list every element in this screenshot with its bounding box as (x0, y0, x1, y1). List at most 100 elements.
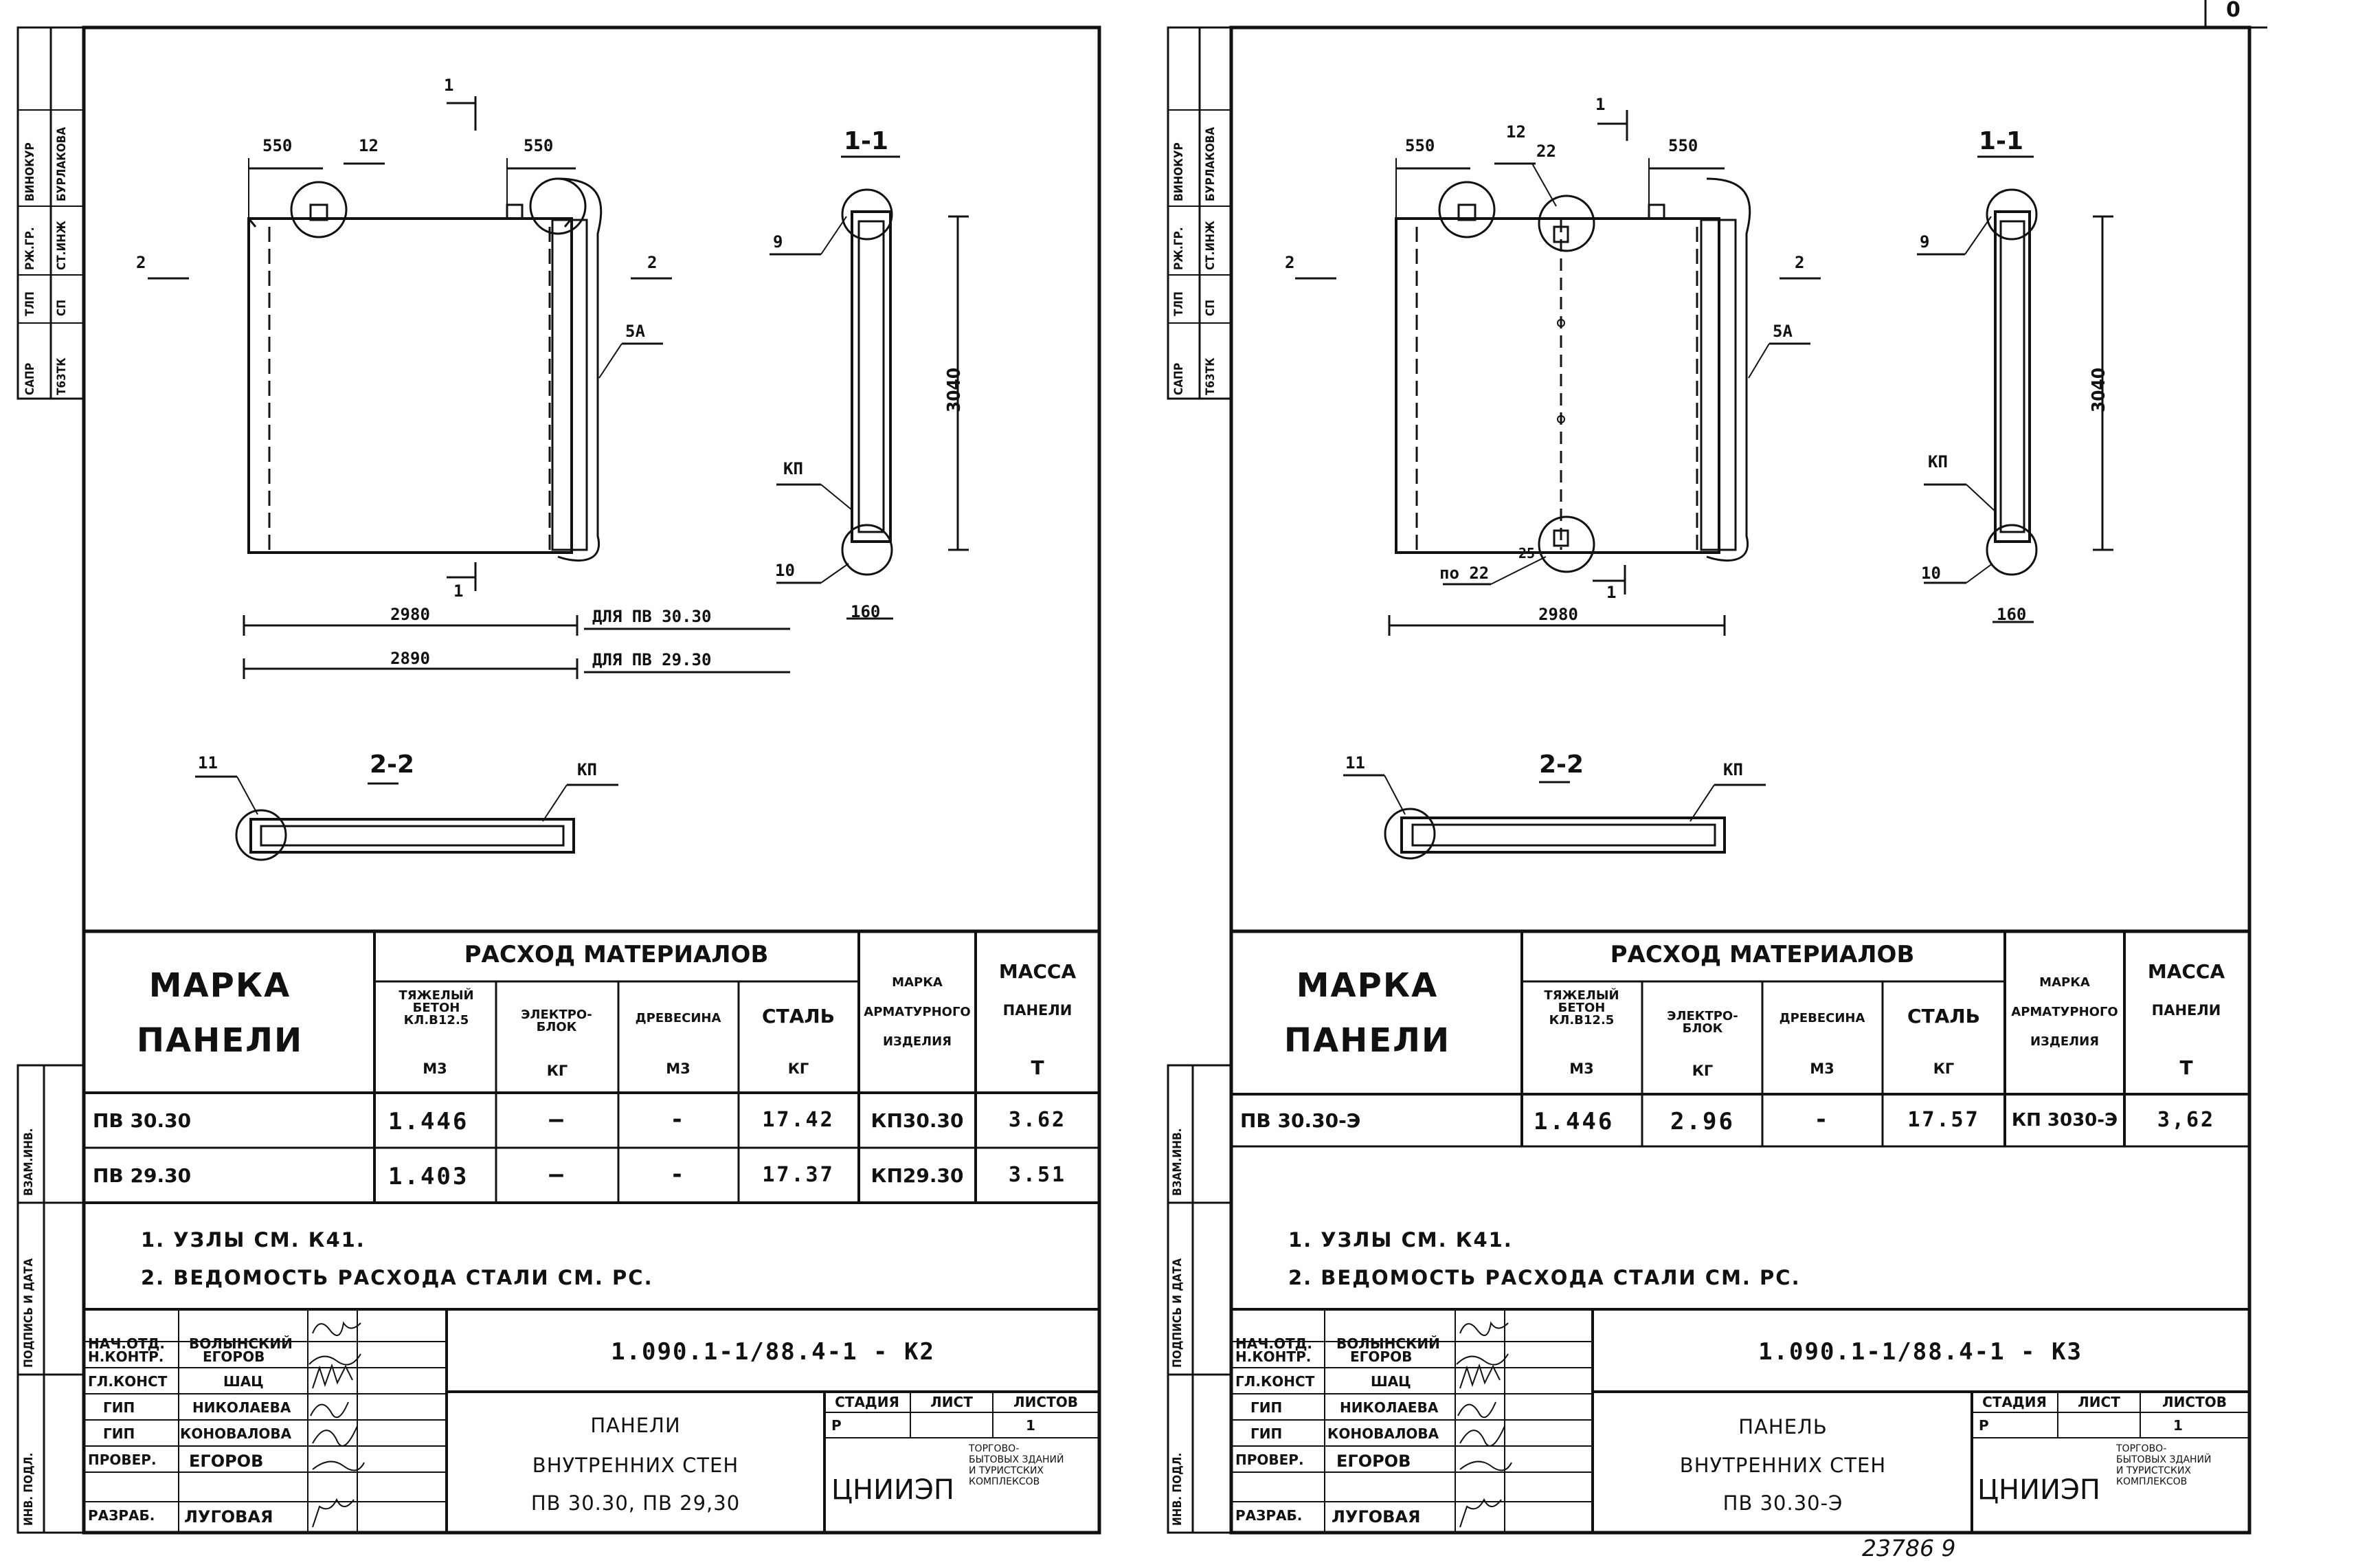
right-table-grid (1231, 929, 2249, 1311)
right-side-t63tk: Т63ТК (1204, 357, 1217, 395)
right-list-label: ЛИСТ (2078, 1394, 2120, 1410)
right-note-2: 2. ВЕДОМОСТЬ РАСХОДА СТАЛИ СМ. РС. (1288, 1266, 1801, 1289)
left-role-4: ГИП (103, 1399, 135, 1416)
right-row1-arm: КП 3030-Э (2011, 1110, 2118, 1131)
left-th-elektroblok: ЭЛЕКТРО- БЛОК (521, 1008, 592, 1034)
right-th-beton: ТЯЖЕЛЫЙ БЕТОН КЛ.В12.5 (1544, 988, 1619, 1027)
right-stadia-value: Р (1979, 1417, 1989, 1434)
left-th-marka: МАРКА (148, 966, 291, 1005)
right-dim-550a: 550 (1405, 136, 1435, 155)
left-row2-dr: - (670, 1161, 686, 1188)
right-listov-label: ЛИСТОВ (2162, 1394, 2227, 1410)
right-callout-kp: КП (1928, 452, 1948, 471)
left-callout-12: 12 (359, 136, 379, 155)
left-name-5: КОНОВАЛОВА (180, 1425, 292, 1442)
left-dim-550a: 550 (262, 136, 293, 155)
right-stadia-label: СТАДИЯ (1982, 1394, 2047, 1410)
right-org-desc: ТОРГОВО- БЫТОВЫХ ЗДАНИЙ И ТУРИСТСКИХ КОМ… (2116, 1443, 2212, 1488)
right-section-2-2 (1343, 774, 1766, 860)
left-name-7: ЛУГОВАЯ (184, 1507, 273, 1526)
right-callout-11: 11 (1345, 753, 1365, 773)
left-list-value: 1 (1026, 1417, 1035, 1434)
left-dim-3040: 3040 (944, 367, 965, 412)
left-dim-160: 160 (851, 602, 881, 621)
right-section-1-1 (1917, 155, 2113, 623)
left-name-1: ВОЛЫНСКИЙ (189, 1335, 293, 1352)
left-th-massa-unit: Т (1031, 1056, 1044, 1079)
left-row2-arm: КП29.30 (871, 1164, 964, 1187)
right-role-7: РАЗРАБ. (1235, 1507, 1303, 1524)
right-row1-st: 17.57 (1907, 1108, 1980, 1132)
right-row1-mark: ПВ 30.30-Э (1240, 1109, 1361, 1132)
right-note-1: 1. УЗЛЫ СМ. К41. (1288, 1228, 1513, 1252)
left-row2-el: — (549, 1161, 565, 1188)
right-th-elektroblok: ЭЛЕКТРО- БЛОК (1667, 1009, 1738, 1036)
left-callout-kp: КП (783, 459, 803, 478)
left-th-paneli-m: ПАНЕЛИ (1002, 1002, 1073, 1019)
right-th-paneli: ПАНЕЛИ (1283, 1021, 1451, 1060)
right-callout-5a: 5А (1773, 322, 1793, 341)
left-callout-kp-2: КП (577, 760, 597, 779)
left-section-mark-top: 1 (444, 76, 454, 95)
left-callout-10: 10 (775, 561, 795, 580)
right-side-vinokur: ВИНОКУР (1172, 142, 1186, 201)
right-title-1: ПАНЕЛЬ (1738, 1415, 1828, 1438)
left-title-1: ПАНЕЛИ (590, 1414, 681, 1437)
right-label-po22: по 22 (1439, 564, 1490, 583)
left-side-sapr: САПР (23, 362, 37, 395)
right-title-block-grid (1231, 1309, 2249, 1533)
left-stadia-value: Р (831, 1417, 842, 1434)
left-org-name: ЦНИИЭП (831, 1474, 954, 1506)
archive-stamp-number: 23786 9 (1862, 1535, 1956, 1562)
right-side-sapr: САПР (1172, 362, 1186, 395)
right-title-2: ВНУТРЕННИХ СТЕН (1679, 1454, 1887, 1477)
left-name-4: НИКОЛАЕВА (192, 1399, 291, 1416)
left-row1-mark: ПВ 30.30 (93, 1109, 192, 1132)
right-th-elektroblok-unit: КГ (1692, 1063, 1714, 1079)
left-name-2: ЕГОРОВ (203, 1348, 265, 1365)
right-callout-25: 25 (1518, 545, 1536, 562)
left-th-rashod: РАСХОД МАТЕРИАЛОВ (464, 941, 769, 968)
left-title-3: ПВ 30.30, ПВ 29,30 (530, 1491, 741, 1515)
left-row2-beton: 1.403 (388, 1163, 469, 1190)
right-th-stal: СТАЛЬ (1907, 1005, 1980, 1027)
left-side-podpis: ПОДПИСЬ И ДАТА (22, 1258, 36, 1368)
left-row2-mass: 3.51 (1008, 1163, 1067, 1187)
right-side-rzh: РЖ.ГР. (1172, 227, 1186, 270)
right-callout-9: 9 (1920, 232, 1930, 252)
left-callout-11: 11 (198, 753, 218, 773)
left-section-mark-2r: 2 (647, 253, 658, 272)
right-side-stinzh: СТ.ИНЖ (1204, 221, 1217, 270)
right-th-stal-unit: КГ (1933, 1060, 1955, 1077)
left-row1-arm: КП30.30 (871, 1109, 964, 1132)
left-name-3: ШАЦ (223, 1373, 264, 1390)
left-listov-label: ЛИСТОВ (1013, 1394, 1078, 1410)
left-side-inv: ИНВ. ПОДЛ. (22, 1452, 36, 1526)
right-section-title-2-2: 2-2 (1539, 751, 1584, 779)
left-note-2: 2. ВЕДОМОСТЬ РАСХОДА СТАЛИ СМ. РС. (141, 1266, 653, 1289)
right-name-1: ВОЛЫНСКИЙ (1336, 1335, 1440, 1352)
right-section-mark-top: 1 (1595, 95, 1606, 114)
left-signatures (308, 1321, 365, 1528)
left-dim-550b: 550 (524, 136, 554, 155)
right-row1-beton: 1.446 (1534, 1108, 1615, 1135)
right-callout-10: 10 (1921, 564, 1941, 583)
left-section-title-2-2: 2-2 (370, 751, 415, 779)
right-callout-22: 22 (1536, 142, 1556, 161)
right-th-massa-unit: Т (2179, 1056, 2193, 1079)
left-row2-mark: ПВ 29.30 (93, 1164, 192, 1187)
left-side-stinzh: СТ.ИНЖ (55, 221, 69, 270)
right-dim-3040: 3040 (2089, 367, 2109, 412)
left-list-label: ЛИСТ (930, 1394, 973, 1410)
left-row1-st: 17.42 (762, 1108, 835, 1132)
right-side-vzam: ВЗАМ.ИНВ. (1171, 1128, 1185, 1196)
left-th-elektroblok-unit: КГ (546, 1063, 568, 1079)
left-section-title-1-1: 1-1 (844, 127, 889, 155)
right-role-5: ГИП (1250, 1425, 1283, 1442)
right-signatures (1456, 1321, 1512, 1528)
left-callout-9: 9 (773, 232, 783, 252)
right-section-title-1-1: 1-1 (1979, 127, 2024, 155)
right-dim-160: 160 (1997, 605, 2027, 624)
right-name-3: ШАЦ (1371, 1373, 1411, 1390)
